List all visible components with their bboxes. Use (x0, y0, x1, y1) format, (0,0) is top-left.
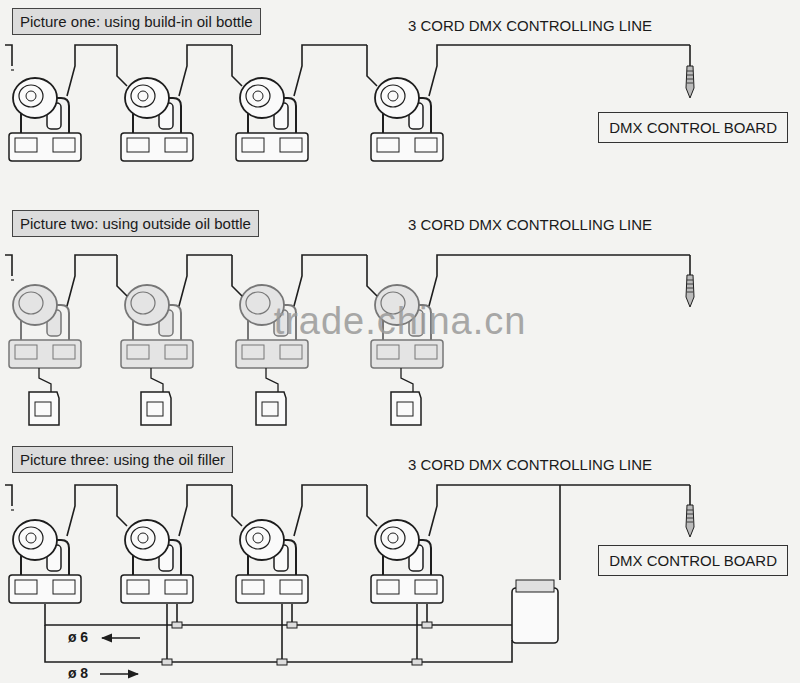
dmx-line (67, 485, 117, 536)
dmx-line (294, 255, 367, 306)
line-label: 3 CORD DMX CONTROLLING LINE (405, 456, 655, 473)
oil-filler (512, 580, 558, 643)
moving-head-light (9, 520, 81, 603)
pipe-diameter: ø 8 (66, 665, 90, 681)
oil-bottle (141, 392, 171, 425)
pipe-8 (45, 625, 512, 662)
dmx-line (117, 485, 127, 526)
pipe-8 (416, 604, 418, 662)
dmx-line (689, 255, 691, 275)
dmx-line (232, 255, 242, 296)
moving-head-light (121, 520, 193, 603)
oil-tube (39, 368, 51, 392)
dmx-line (67, 45, 117, 96)
pipe-joint (162, 659, 172, 665)
control-board: DMX CONTROL BOARD (598, 112, 788, 143)
dmx-line (11, 69, 14, 70)
oil-tube (401, 368, 413, 392)
pipe-joint (172, 622, 182, 628)
pipe-6 (45, 604, 512, 625)
oil-bottle (29, 392, 59, 425)
moving-head-light (9, 78, 81, 161)
dmx-line (294, 485, 367, 536)
moving-head-light (121, 285, 193, 368)
control-board: DMX CONTROL BOARD (598, 545, 788, 576)
oil-bottle (391, 392, 421, 425)
dmx-line (117, 255, 127, 296)
dmx-line (11, 509, 14, 510)
dmx-plug (686, 505, 694, 537)
pipe-joint (287, 622, 297, 628)
watermark: trade.china.cn (274, 300, 527, 343)
dmx-line (179, 485, 232, 536)
node-text: DMX CONTROL BOARD (609, 552, 777, 569)
oil-tube (266, 368, 278, 392)
oil-tube (151, 368, 163, 392)
moving-head-light (371, 520, 443, 603)
dmx-line (689, 45, 691, 66)
dmx-line (367, 485, 377, 526)
flow-arrow (100, 673, 138, 674)
line-label: 3 CORD DMX CONTROLLING LINE (405, 17, 655, 34)
dmx-line (67, 255, 117, 306)
dmx-line (689, 485, 691, 505)
node-text: Picture two: using outside oil bottle (20, 215, 251, 232)
dmx-line (367, 45, 377, 86)
dmx-line (429, 255, 690, 306)
dmx-plug (686, 66, 694, 98)
control-line (559, 485, 561, 580)
dmx-line (5, 485, 12, 506)
moving-head-light (371, 78, 443, 161)
dmx-plug (686, 275, 694, 307)
pipe-8 (281, 604, 283, 662)
node-text: DMX CONTROL BOARD (609, 119, 777, 136)
pipe-joint (412, 659, 422, 665)
dmx-line (5, 45, 12, 66)
pipe-8 (166, 604, 168, 662)
moving-head-light (9, 285, 81, 368)
dmx-line (117, 45, 127, 86)
node-text: Picture three: using the oil filler (20, 451, 225, 468)
line-label: 3 CORD DMX CONTROLLING LINE (405, 216, 655, 233)
pipe-joint (277, 659, 287, 665)
dmx-line (232, 485, 242, 526)
oil-bottle (256, 392, 286, 425)
dmx-line (429, 45, 690, 96)
dmx-line (5, 255, 12, 276)
dmx-line (367, 255, 377, 296)
panel-heading: Picture three: using the oil filler (12, 446, 233, 473)
panel-heading: Picture two: using outside oil bottle (12, 210, 259, 237)
dmx-line (232, 45, 242, 86)
pipe-diameter: ø 6 (66, 629, 90, 645)
dmx-line (294, 45, 367, 96)
node-text: Picture one: using build-in oil bottle (20, 13, 253, 30)
panel-heading: Picture one: using build-in oil bottle (12, 8, 261, 35)
dmx-line (11, 279, 14, 280)
moving-head-light (236, 78, 308, 161)
pipe-joint (422, 622, 432, 628)
moving-head-light (121, 78, 193, 161)
moving-head-light (236, 520, 308, 603)
flow-arrow (102, 637, 140, 638)
dmx-line (179, 45, 232, 96)
dmx-line (179, 255, 232, 306)
